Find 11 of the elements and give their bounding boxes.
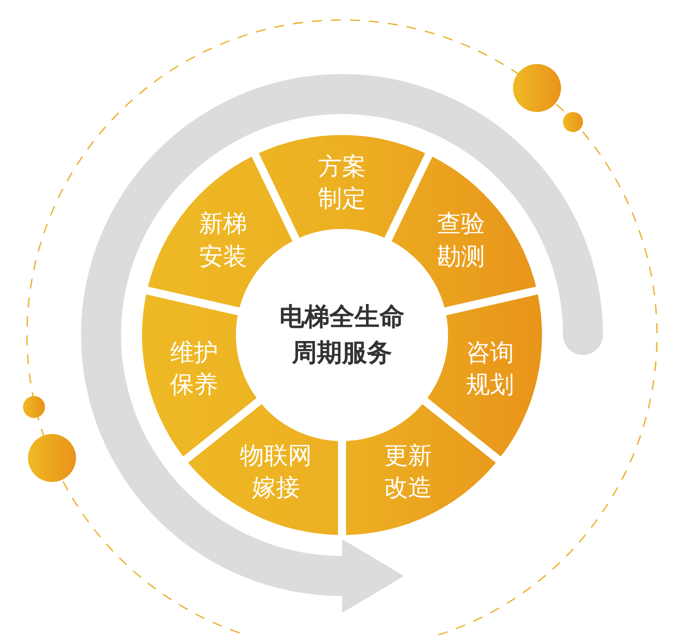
segment-label: 物联网嫁接 [240,440,312,504]
segment-label: 新梯安装 [199,208,248,272]
segment-label: 咨询规划 [466,337,514,401]
ring-segment [188,404,339,535]
center-title: 电梯全生命周期服务 [278,300,406,369]
segment-label: 方案制定 [318,152,366,215]
ring-segment [346,404,496,535]
segment-label: 查验勘测 [436,208,485,272]
segment-label: 更新改造 [384,440,432,504]
ring-segment [258,135,426,238]
segment-label: 维护保养 [170,337,218,401]
